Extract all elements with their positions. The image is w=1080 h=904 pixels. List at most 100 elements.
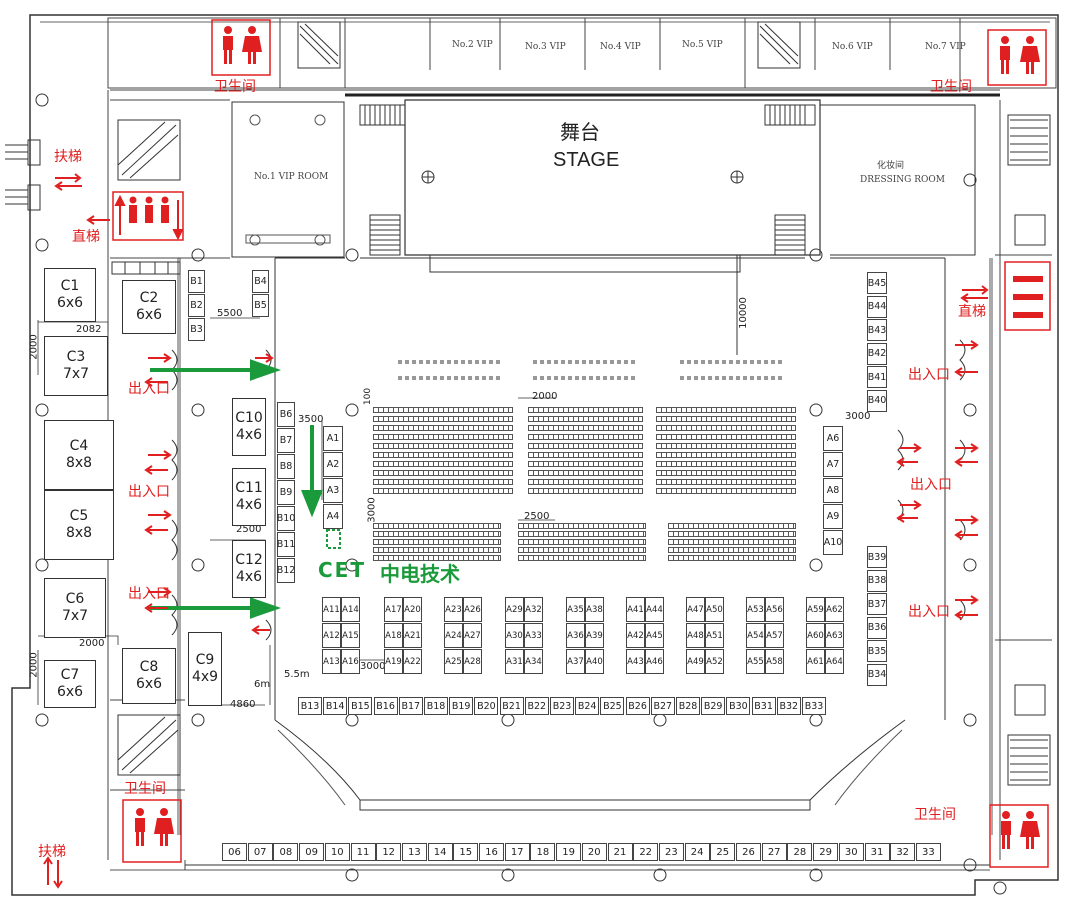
booth-a28[interactable]: A28 <box>463 649 482 674</box>
table-booth-11[interactable]: 11 <box>350 843 376 861</box>
booth-c11[interactable]: C11 4x6 <box>232 468 266 526</box>
booth-b10[interactable]: B10 <box>277 506 295 531</box>
booth-b28[interactable]: B28 <box>676 697 700 715</box>
booth-b7[interactable]: B7 <box>277 428 295 453</box>
booth-a19[interactable]: A19 <box>384 649 403 674</box>
booth-a8[interactable]: A8 <box>823 478 843 503</box>
booth-a13[interactable]: A13 <box>322 649 341 674</box>
table-booth-26[interactable]: 26 <box>736 843 761 861</box>
booth-a12[interactable]: A12 <box>322 623 341 648</box>
booth-c10[interactable]: C10 4x6 <box>232 398 266 456</box>
booth-c1[interactable]: C1 6x6 <box>44 268 96 322</box>
booth-a11[interactable]: A11 <box>322 597 341 622</box>
booth-a60[interactable]: A60 <box>806 623 825 648</box>
table-booth-19[interactable]: 19 <box>556 843 582 861</box>
booth-a21[interactable]: A21 <box>403 623 422 648</box>
booth-a24[interactable]: A24 <box>444 623 463 648</box>
booth-a62[interactable]: A62 <box>825 597 844 622</box>
booth-a59[interactable]: A59 <box>806 597 825 622</box>
booth-a3[interactable]: A3 <box>323 478 343 503</box>
booth-b24[interactable]: B24 <box>575 697 600 715</box>
booth-a58[interactable]: A58 <box>765 649 784 674</box>
booth-b19[interactable]: B19 <box>449 697 474 715</box>
booth-c2[interactable]: C2 6x6 <box>122 280 176 334</box>
booth-a61[interactable]: A61 <box>806 649 825 674</box>
table-booth-08[interactable]: 08 <box>273 843 299 861</box>
table-booth-17[interactable]: 17 <box>504 843 530 861</box>
booth-b27[interactable]: B27 <box>650 697 675 715</box>
table-booth-21[interactable]: 21 <box>607 843 633 861</box>
booth-b2[interactable]: B2 <box>188 294 205 317</box>
booth-c3[interactable]: C3 7x7 <box>44 336 108 396</box>
booth-b17[interactable]: B17 <box>398 697 423 715</box>
table-booth-12[interactable]: 12 <box>376 843 402 861</box>
booth-a17[interactable]: A17 <box>384 597 403 622</box>
booth-a4[interactable]: A4 <box>323 504 343 529</box>
booth-a20[interactable]: A20 <box>403 597 422 622</box>
table-booth-09[interactable]: 09 <box>299 843 325 861</box>
booth-a34[interactable]: A34 <box>524 649 543 674</box>
booth-a10[interactable]: A10 <box>823 530 843 555</box>
table-booth-24[interactable]: 24 <box>684 843 710 861</box>
booth-b22[interactable]: B22 <box>524 697 549 715</box>
booth-b32[interactable]: B32 <box>776 697 801 715</box>
booth-a38[interactable]: A38 <box>585 597 604 622</box>
table-booth-28[interactable]: 28 <box>787 843 813 861</box>
booth-b23[interactable]: B23 <box>550 697 574 715</box>
table-booth-20[interactable]: 20 <box>581 843 607 861</box>
booth-a48[interactable]: A48 <box>686 623 705 648</box>
booth-c7[interactable]: C7 6x6 <box>44 660 96 708</box>
table-booth-15[interactable]: 15 <box>453 843 479 861</box>
booth-a50[interactable]: A50 <box>705 597 724 622</box>
booth-b9[interactable]: B9 <box>277 480 295 505</box>
table-booth-10[interactable]: 10 <box>324 843 350 861</box>
booth-a16[interactable]: A16 <box>341 649 360 674</box>
booth-b8[interactable]: B8 <box>277 454 295 479</box>
table-booth-14[interactable]: 14 <box>427 843 453 861</box>
booth-c8[interactable]: C8 6x6 <box>122 648 176 704</box>
booth-a36[interactable]: A36 <box>566 623 585 648</box>
booth-a33[interactable]: A33 <box>524 623 543 648</box>
booth-b30[interactable]: B30 <box>726 697 751 715</box>
booth-a64[interactable]: A64 <box>825 649 844 674</box>
booth-a44[interactable]: A44 <box>645 597 664 622</box>
booth-c9[interactable]: C9 4x9 <box>188 632 222 706</box>
table-booth-31[interactable]: 31 <box>864 843 890 861</box>
booth-b11[interactable]: B11 <box>277 532 295 557</box>
booth-a46[interactable]: A46 <box>645 649 664 674</box>
booth-a63[interactable]: A63 <box>825 623 844 648</box>
booth-b16[interactable]: B16 <box>373 697 398 715</box>
booth-a52[interactable]: A52 <box>705 649 724 674</box>
booth-b41[interactable]: B41 <box>867 366 887 388</box>
booth-a23[interactable]: A23 <box>444 597 463 622</box>
table-booth-18[interactable]: 18 <box>530 843 556 861</box>
booth-a54[interactable]: A54 <box>746 623 765 648</box>
booth-a45[interactable]: A45 <box>645 623 664 648</box>
booth-a22[interactable]: A22 <box>403 649 422 674</box>
booth-b39[interactable]: B39 <box>867 546 887 568</box>
booth-a32[interactable]: A32 <box>524 597 543 622</box>
booth-b18[interactable]: B18 <box>424 697 448 715</box>
booth-a15[interactable]: A15 <box>341 623 360 648</box>
table-booth-07[interactable]: 07 <box>247 843 273 861</box>
booth-c12[interactable]: C12 4x6 <box>232 540 266 598</box>
booth-a43[interactable]: A43 <box>626 649 645 674</box>
booth-b26[interactable]: B26 <box>625 697 650 715</box>
booth-b36[interactable]: B36 <box>867 616 887 639</box>
booth-b35[interactable]: B35 <box>867 640 887 662</box>
booth-a9[interactable]: A9 <box>823 504 843 529</box>
booth-b1[interactable]: B1 <box>188 270 205 293</box>
booth-b15[interactable]: B15 <box>348 697 373 715</box>
booth-a55[interactable]: A55 <box>746 649 765 674</box>
booth-a42[interactable]: A42 <box>626 623 645 648</box>
booth-b6[interactable]: B6 <box>277 402 295 427</box>
booth-a6[interactable]: A6 <box>823 426 843 451</box>
table-booth-25[interactable]: 25 <box>710 843 736 861</box>
table-booth-27[interactable]: 27 <box>761 843 787 861</box>
booth-b40[interactable]: B40 <box>867 389 887 412</box>
booth-c5[interactable]: C5 8x8 <box>44 490 114 560</box>
booth-b37[interactable]: B37 <box>867 593 887 615</box>
table-booth-32[interactable]: 32 <box>890 843 916 861</box>
booth-a47[interactable]: A47 <box>686 597 705 622</box>
booth-a57[interactable]: A57 <box>765 623 784 648</box>
